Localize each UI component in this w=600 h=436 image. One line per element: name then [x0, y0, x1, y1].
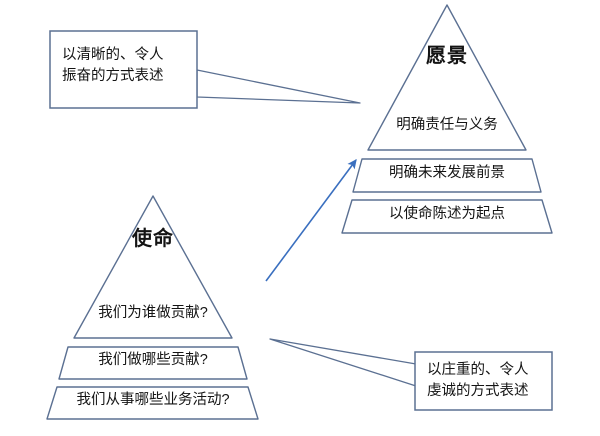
mission-callout-tail [269, 338, 417, 387]
mission-tier-3-label: 我们从事哪些业务活动? [76, 392, 230, 408]
vision-tier-2-label: 明确未来发展前景 [389, 165, 505, 181]
mission-tier-2-shape [58, 346, 248, 380]
vision-tier-3-shape [341, 199, 553, 234]
vision-callout-shape [49, 30, 361, 109]
vision-tier-3-label: 以使命陈述为起点 [389, 206, 505, 222]
mission-callout-shape [269, 338, 553, 411]
mission-tier-1-shape [73, 195, 233, 339]
mission-pyramid-title: 使命 [132, 228, 174, 250]
mission-pyramid [46, 195, 259, 420]
mission-tier-2-label: 我们做哪些贡献? [98, 352, 208, 368]
mission-tier-1-label: 我们为谁做贡献? [98, 305, 208, 321]
vision-pyramid-title: 愿景 [426, 45, 468, 67]
mission-to-vision-arrow [265, 158, 357, 282]
vision-callout-tail [196, 69, 361, 104]
vision-tier-1-shape [367, 4, 527, 151]
mission-callout-box [414, 351, 553, 411]
vision-callout-box [49, 30, 198, 109]
mission-tier-3-shape [46, 386, 259, 420]
vision-pyramid [341, 4, 553, 234]
vision-tier-1-label: 明确责任与义务 [396, 117, 498, 133]
vision-tier-2-shape [352, 158, 542, 193]
vision-callout-text: 以清晰的、令人 振奋的方式表述 [62, 47, 164, 85]
mission-callout-text: 以庄重的、令人 虔诚的方式表述 [427, 362, 529, 400]
